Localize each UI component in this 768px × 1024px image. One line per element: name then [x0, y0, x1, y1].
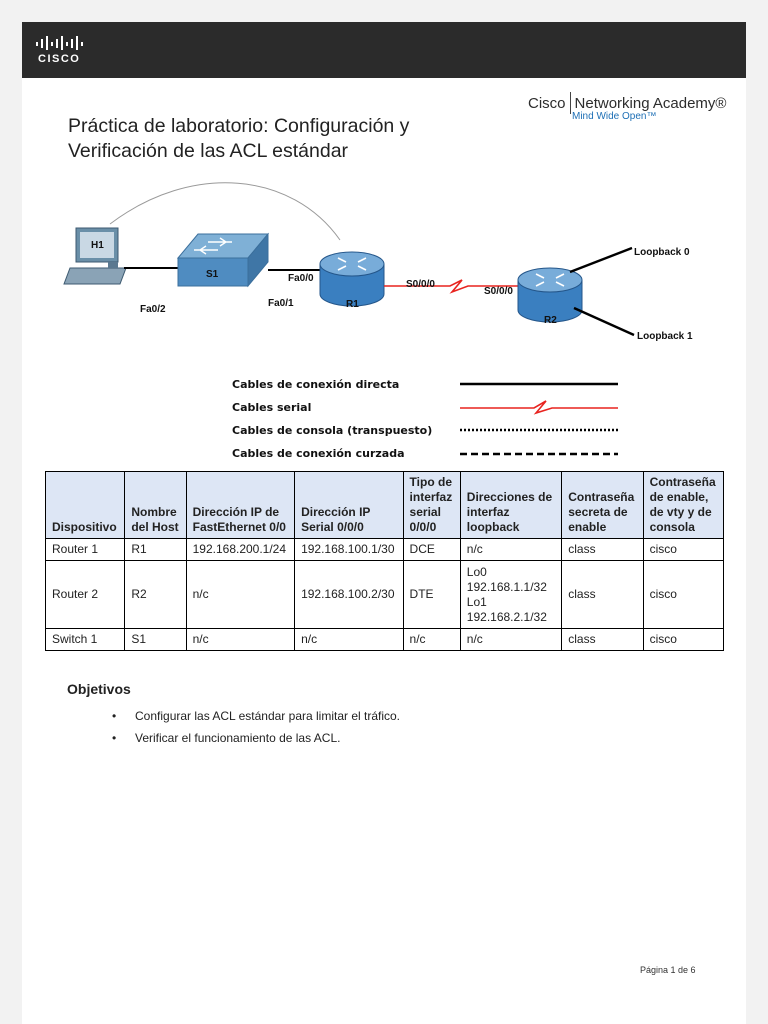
- router-r1-icon: [319, 251, 385, 307]
- cell-fa: n/c: [185, 560, 296, 629]
- cell-device: Switch 1: [44, 628, 126, 651]
- cisco-wordmark: CISCO: [38, 53, 81, 65]
- port-label-h1-s1: Fa0/2: [140, 304, 166, 315]
- academy-divider: [569, 92, 571, 114]
- table-row: Router 1 R1 192.168.200.1/24 192.168.100…: [44, 538, 725, 561]
- header-enable-secret: Contraseña secreta de enable: [561, 471, 644, 539]
- header-serial: Dirección IP Serial 0/0/0: [294, 471, 404, 539]
- port-label-r1-serial: S0/0/0: [406, 279, 435, 290]
- objective-text: Verificar el funcionamiento de las ACL.: [135, 731, 341, 745]
- document-page: CISCO Cisco Networking Academy® Mind Wide…: [22, 22, 746, 1024]
- cell-serial: 192.168.100.1/30: [294, 538, 404, 561]
- port-label-r1-fa: Fa0/0: [288, 273, 314, 284]
- cell-type: n/c: [402, 628, 461, 651]
- legend-label-console: Cables de consola (transpuesto): [232, 424, 432, 437]
- list-item: • Verificar el funcionamiento de las ACL…: [112, 727, 400, 749]
- academy-tagline: Mind Wide Open™: [572, 111, 657, 122]
- loopback-lo1-name: Lo1: [466, 595, 487, 609]
- legend-line-serial: [460, 400, 618, 415]
- loopback-list: Lo0 192.168.1.1/32 Lo1 192.168.2.1/32: [467, 565, 555, 624]
- cell-secret: class: [561, 538, 644, 561]
- header-tipo-interfaz: Tipo de interfaz serial 0/0/0: [402, 471, 461, 539]
- cell-device: Router 2: [44, 560, 126, 629]
- cell-host: R1: [124, 538, 187, 561]
- loopback-lo0-name: Lo0: [466, 565, 487, 579]
- cell-loopback: n/c: [459, 628, 563, 651]
- cell-host: S1: [124, 628, 187, 651]
- academy-brand: Cisco: [528, 95, 566, 112]
- header-bar: CISCO: [22, 22, 746, 78]
- header-vty-password: Contraseña de enable, de vty y de consol…: [642, 471, 725, 539]
- legend-label-serial: Cables serial: [232, 401, 311, 414]
- header-loopback: Direcciones de interfaz loopback: [459, 471, 563, 539]
- device-label-h1: H1: [91, 240, 104, 251]
- cell-fa: 192.168.200.1/24: [185, 538, 296, 561]
- legend-label-crossover: Cables de conexión curzada: [232, 447, 405, 460]
- header-nombre-host: Nombre del Host: [124, 471, 187, 539]
- port-label-r2-serial: S0/0/0: [484, 286, 513, 297]
- serial-cable-r1-r2: [384, 279, 518, 294]
- device-label-r1: R1: [346, 299, 359, 310]
- loopback1-label: Loopback 1: [637, 331, 693, 342]
- addressing-table: Dispositivo Nombre del Host Dirección IP…: [44, 471, 725, 651]
- switch-s1-icon: [176, 232, 270, 288]
- cell-loopback: n/c: [459, 538, 563, 561]
- academy-name: Networking Academy®: [574, 95, 727, 112]
- cable-legend: Cables de conexión directa Cables serial…: [232, 378, 618, 460]
- title-line-2: Verificación de las ACL estándar: [68, 140, 349, 162]
- table-row: Switch 1 S1 n/c n/c n/c n/c class cisco: [44, 628, 725, 651]
- loopback-lo1-address: 192.168.2.1/32: [466, 610, 547, 624]
- objectives-heading: Objetivos: [67, 681, 131, 697]
- router-r2-icon: [517, 267, 583, 323]
- loopback1-link: [573, 306, 635, 337]
- loopback-lo0-address: 192.168.1.1/32: [466, 580, 547, 594]
- cell-host: R2: [124, 560, 187, 629]
- host-h1-icon: [63, 227, 127, 285]
- objective-text: Configurar las ACL estándar para limitar…: [135, 709, 401, 723]
- cell-loopback: Lo0 192.168.1.1/32 Lo1 192.168.2.1/32: [459, 560, 563, 629]
- cisco-bridge-logo-icon: [36, 36, 83, 50]
- header-dispositivo: Dispositivo: [44, 471, 126, 539]
- cell-secret: class: [561, 560, 644, 629]
- networking-academy-logo: Cisco Networking Academy® Mind Wide Open™: [528, 90, 740, 126]
- header-fastethernet: Dirección IP de FastEthernet 0/0: [185, 471, 296, 539]
- console-cable: [109, 182, 341, 241]
- cell-vty: cisco: [642, 560, 725, 629]
- cell-vty: cisco: [642, 538, 725, 561]
- cell-vty: cisco: [642, 628, 725, 651]
- device-label-s1: S1: [206, 269, 219, 280]
- device-label-r2: R2: [544, 315, 557, 326]
- cell-serial: 192.168.100.2/30: [294, 560, 404, 629]
- network-topology-diagram: H1 Fa0/2 S1 Fa0/1 Fa0/0 R1 S0/0/0 S0/0/0: [63, 182, 693, 460]
- table-header-row: Dispositivo Nombre del Host Dirección IP…: [44, 471, 725, 539]
- cell-serial: n/c: [294, 628, 404, 651]
- page-number: Página 1 de 6: [640, 965, 696, 975]
- cell-device: Router 1: [44, 538, 126, 561]
- list-item: • Configurar las ACL estándar para limit…: [112, 705, 400, 727]
- legend-label-straight: Cables de conexión directa: [232, 378, 399, 391]
- cell-type: DCE: [402, 538, 461, 561]
- cell-type: DTE: [402, 560, 461, 629]
- cell-secret: class: [561, 628, 644, 651]
- bullet-icon: •: [112, 731, 117, 745]
- title-line-1: Práctica de laboratorio: Configuración y: [68, 115, 410, 137]
- document-title: Práctica de laboratorio: Configuración y…: [68, 114, 468, 164]
- cell-fa: n/c: [185, 628, 296, 651]
- port-label-s1: Fa0/1: [268, 298, 294, 309]
- loopback0-label: Loopback 0: [634, 247, 690, 258]
- objectives-list: • Configurar las ACL estándar para limit…: [112, 705, 400, 749]
- bullet-icon: •: [112, 709, 117, 723]
- table-row: Router 2 R2 n/c 192.168.100.2/30 DTE Lo0…: [44, 560, 725, 629]
- loopback0-link: [569, 246, 633, 274]
